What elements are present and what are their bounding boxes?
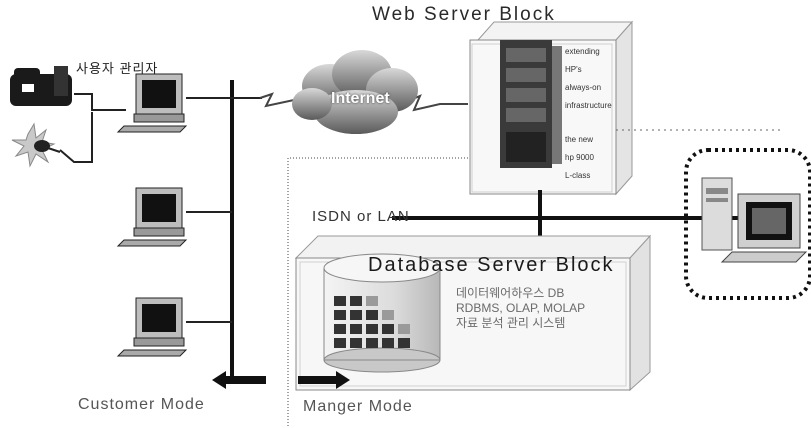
database-server-block-title: Database Server Block xyxy=(368,254,615,276)
server-text-line: L-class xyxy=(565,171,591,180)
lightning-left xyxy=(259,92,295,108)
database-description: 데이터웨어하우스 DB RDBMS, OLAP, MOLAP 자료 분석 관리 … xyxy=(456,286,585,331)
customer-pc-icon-3 xyxy=(116,297,188,357)
db-desc-line-2: RDBMS, OLAP, MOLAP xyxy=(456,301,586,315)
db-desc-line-1: 데이터웨어하우스 DB xyxy=(456,286,565,300)
lightning-right xyxy=(409,94,468,112)
network-label: ISDN or LAN xyxy=(312,208,410,225)
server-text-line: the new xyxy=(565,135,594,144)
internet-cloud xyxy=(292,50,418,134)
customer-pc-icon-1 xyxy=(116,73,188,133)
phone-line xyxy=(74,93,126,111)
server-tower-icon xyxy=(500,40,562,168)
mode-separator-dotted xyxy=(287,157,470,426)
web-server-block-title: Web Server Block xyxy=(372,4,556,25)
customer-mode-arrow xyxy=(212,371,266,389)
database-cylinder-icon xyxy=(323,253,441,373)
internet-label: Internet xyxy=(331,90,390,107)
server-text-line: always-on xyxy=(565,83,602,92)
customer-mode-label: Customer Mode xyxy=(78,396,205,413)
server-side-caption: extending HP's always-on infrastructure … xyxy=(565,38,615,189)
server-text-line: extending xyxy=(565,47,600,56)
server-text-line xyxy=(565,119,615,126)
server-text-line: hp 9000 xyxy=(565,153,594,162)
microphone-icon xyxy=(11,122,61,168)
telephone-icon xyxy=(10,66,72,106)
manager-mode-arrow xyxy=(298,371,350,389)
mic-line xyxy=(59,112,93,163)
server-text-line: infrastructure xyxy=(565,101,612,110)
user-admin-label: 사용자 관리자 xyxy=(76,61,159,76)
manager-mode-label: Manger Mode xyxy=(303,398,413,415)
db-desc-line-3: 자료 분석 관리 시스템 xyxy=(456,316,566,330)
customer-pc-icon-2 xyxy=(116,187,188,247)
server-text-line: HP's xyxy=(565,65,582,74)
remote-computer-icon xyxy=(701,177,808,263)
